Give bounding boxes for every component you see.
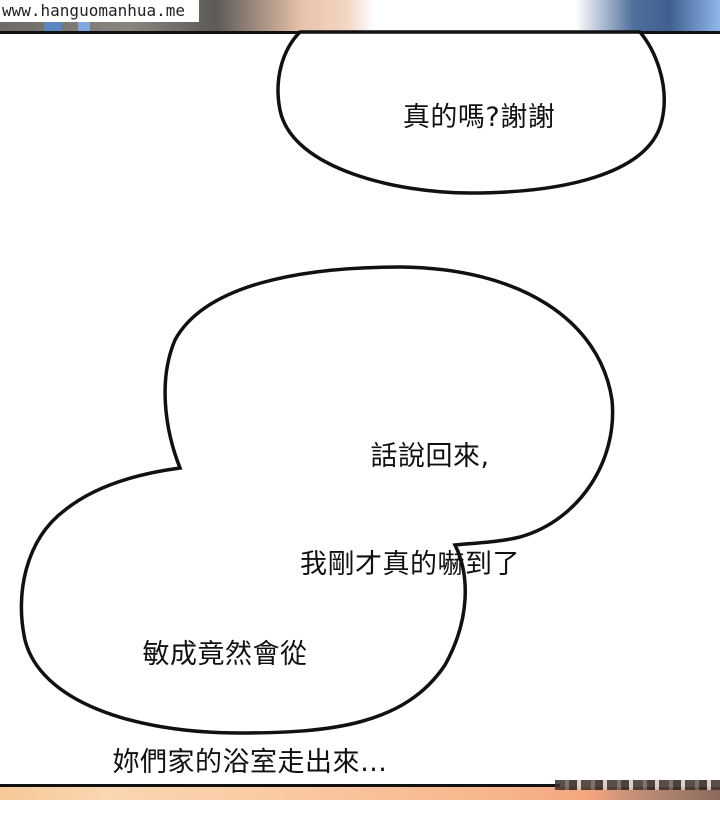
bubble-3-line-1: 敏成竟然會從 (142, 639, 308, 670)
speech-bubble-1 (276, 30, 666, 195)
bubble-2-line-1: 話說回來, (370, 441, 490, 472)
bubble-2-line-2: 我剛才真的嚇到了 (300, 549, 520, 580)
speech-bubbles-layer (19, 30, 666, 735)
bubble-3-text: 敏成竟然會從 妳們家的浴室走出來… (70, 565, 430, 817)
panel-border-bottom (0, 784, 560, 787)
bubble-2-text: 話說回來, 我剛才真的嚇到了 (260, 367, 560, 619)
bottom-comic-panel (0, 787, 720, 800)
bubble-1-text: 真的嗎?謝謝 (370, 64, 570, 136)
speech-bubble-2-3 (19, 265, 615, 735)
bubble-1-line-1: 真的嗎?謝謝 (402, 102, 556, 133)
watermark: www.hanguomanhua.me (0, 0, 200, 22)
bubble-3-line-2: 妳們家的浴室走出來… (112, 747, 388, 778)
panel-detail-hair (555, 780, 720, 790)
